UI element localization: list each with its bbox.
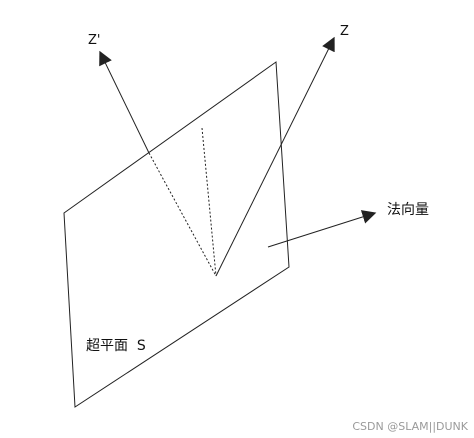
z-label: Z bbox=[340, 24, 349, 39]
hyperplane-surface bbox=[63, 61, 290, 408]
normal-vector-label: 法向量 bbox=[387, 202, 429, 218]
watermark-text: CSDN @SLAM||DUNK bbox=[352, 420, 468, 433]
hyperplane-label: 超平面 S bbox=[86, 338, 146, 354]
z-prime-vector bbox=[99, 50, 150, 154]
z-prime-label: Z' bbox=[88, 33, 100, 48]
dotted-zprime-segment bbox=[148, 152, 217, 277]
z-vector bbox=[215, 36, 335, 277]
normal-vector-arrow bbox=[267, 210, 377, 248]
dotted-projection-line bbox=[201, 127, 217, 277]
